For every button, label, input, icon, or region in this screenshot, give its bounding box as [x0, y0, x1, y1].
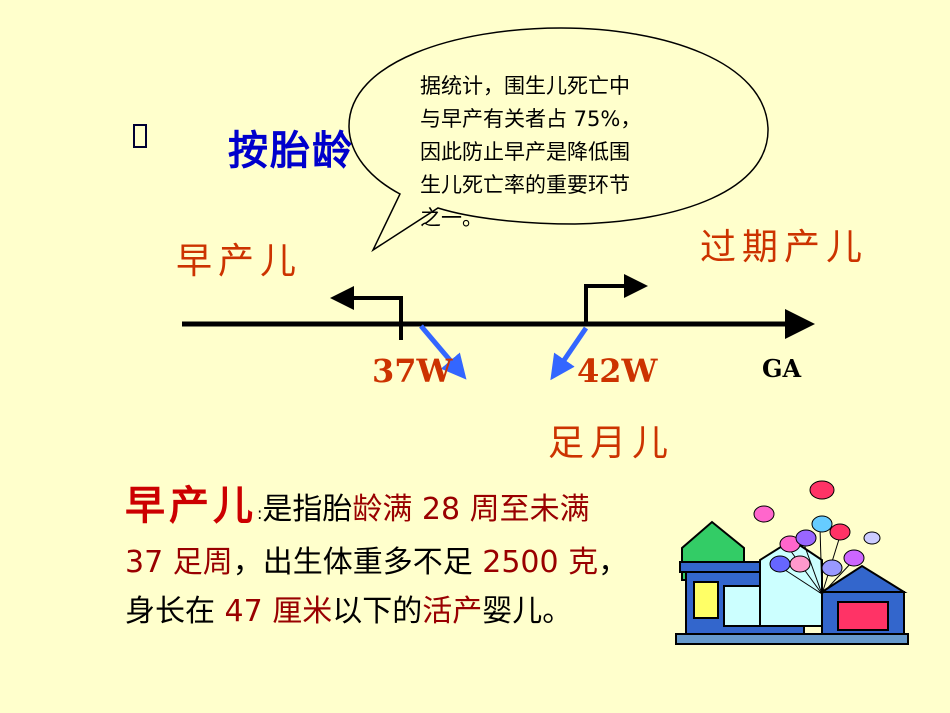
preterm-arrow: [330, 286, 403, 340]
callout-line: 因此防止早产是降低围: [420, 140, 630, 164]
definition-part: ，出生体重多不足: [232, 545, 473, 580]
postterm-arrow: [584, 274, 648, 324]
label-preterm: 早产儿: [176, 241, 303, 282]
callout-line: 据统计，围生儿死亡中: [420, 74, 630, 98]
slide-title: 按胎龄: [228, 128, 354, 174]
definition-highlight: 龄满: [352, 492, 413, 527]
definition-highlight: 28 周: [412, 492, 500, 527]
definition-colon: :: [257, 504, 263, 523]
axis-label-ga: GA: [762, 354, 802, 383]
definition-text: 早产儿:是指胎龄满 28 周至未满 37 足周，出生体重多不足 2500 克，身…: [125, 482, 635, 636]
definition-highlight: 37 足周: [125, 545, 233, 580]
definition-highlight: 47 厘米: [215, 594, 333, 629]
definition-part: ，身长在: [125, 545, 629, 629]
label-postterm: 过期产儿: [700, 227, 869, 268]
blue-arrow-37: [419, 324, 467, 380]
square-bullet-icon: [133, 124, 147, 148]
mark-37w: 37W: [372, 352, 453, 390]
mark-42w: 42W: [577, 352, 658, 390]
speech-bubble-shape: [348, 27, 769, 253]
definition-highlight: 至未满: [499, 492, 590, 527]
blue-arrow-42: [550, 326, 589, 381]
definition-highlight: 活产: [422, 594, 483, 629]
definition-term: 早产儿: [125, 483, 257, 529]
definition-highlight: 2500 克: [472, 545, 599, 580]
definition-part: 婴儿。: [482, 594, 573, 629]
label-term: 足月儿: [548, 423, 675, 464]
callout-line: 与早产有关者占 75%，: [420, 107, 642, 131]
callout-text: 据统计，围生儿死亡中 与早产有关者占 75%， 因此防止早产是降低围 生儿死亡率…: [420, 70, 690, 235]
callout-line: 之一。: [420, 206, 483, 230]
definition-part: 是指胎: [262, 492, 353, 527]
callout-line: 生儿死亡率的重要环节: [420, 173, 630, 197]
definition-part: 以下的: [332, 594, 423, 629]
house-balloons-icon: [675, 480, 909, 645]
